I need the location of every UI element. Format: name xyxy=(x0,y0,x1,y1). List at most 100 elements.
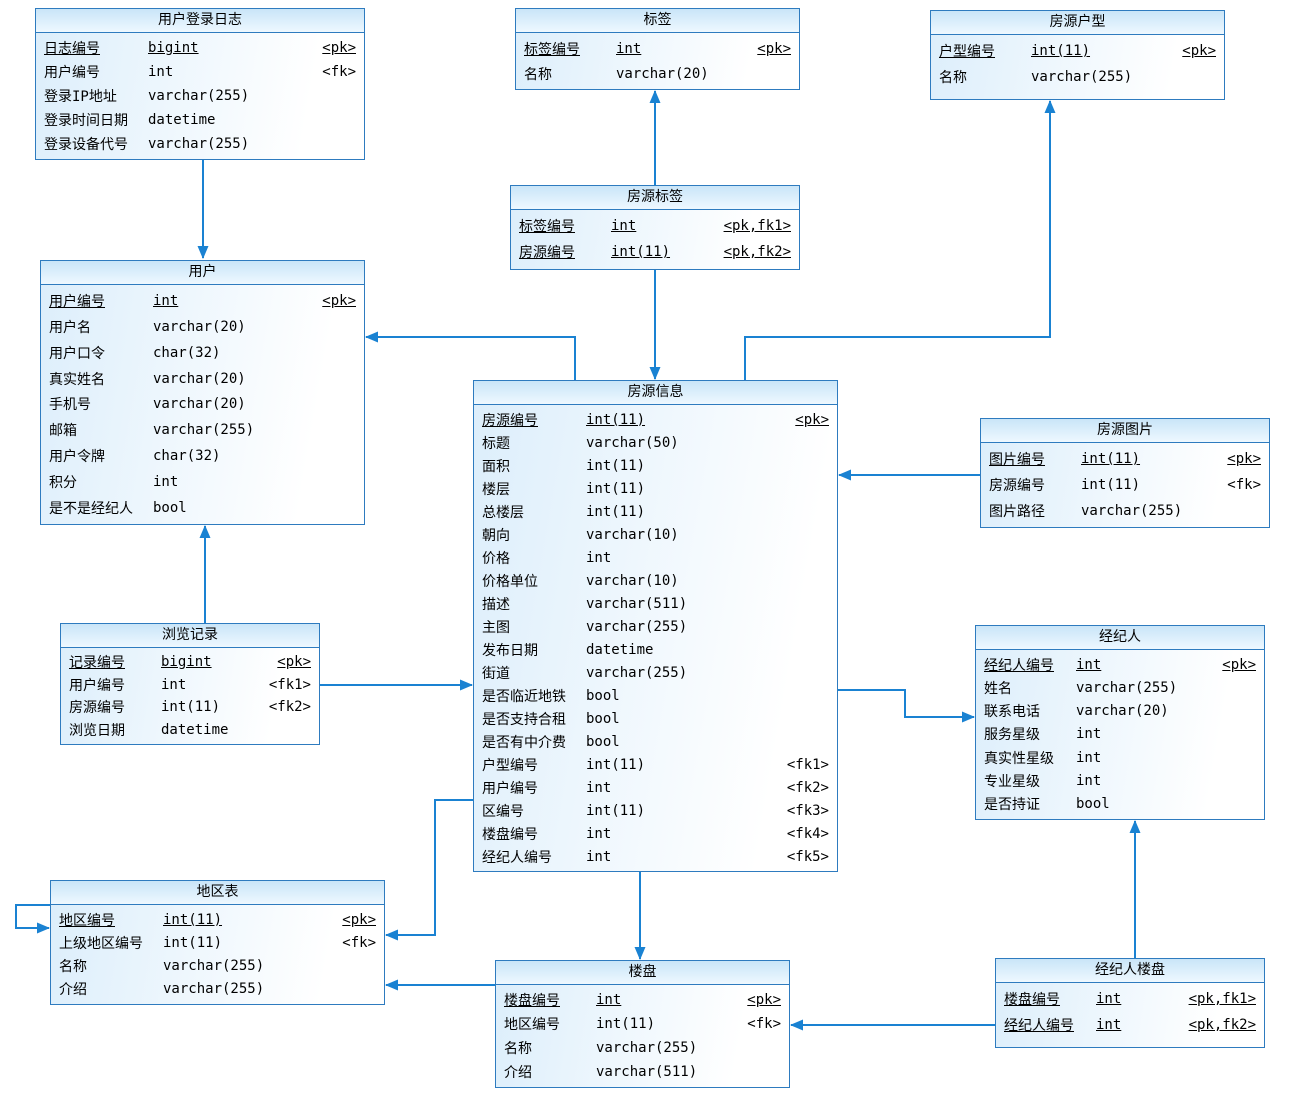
column-name: 用户编号 xyxy=(69,677,125,694)
column-key-badge: <pk> xyxy=(1182,43,1216,59)
column-datatype: int xyxy=(1096,1017,1122,1033)
column-datatype: datetime xyxy=(161,721,229,738)
column-datatype: varchar(255) xyxy=(1081,503,1183,519)
column-name: 标题 xyxy=(482,435,510,452)
entity-title-estate: 楼盘 xyxy=(496,961,789,985)
column-key-badge: <pk> xyxy=(1227,451,1261,467)
column-name: 主图 xyxy=(482,619,510,636)
column-name: 价格 xyxy=(482,550,510,567)
column-datatype: int xyxy=(1076,726,1102,743)
column-datatype: varchar(255) xyxy=(1076,679,1178,696)
column-name: 用户编号 xyxy=(44,65,100,81)
column-name: 户型编号 xyxy=(939,44,995,60)
entity-title-user: 用户 xyxy=(41,261,364,285)
column-name: 标签编号 xyxy=(519,219,575,235)
column-key-badge: <pk> xyxy=(795,411,829,428)
column-name: 专业星级 xyxy=(984,774,1040,791)
column-key-badge xyxy=(310,366,364,392)
column-datatype: int(11) xyxy=(586,411,646,428)
column-name: 图片编号 xyxy=(989,452,1045,468)
column-datatype: bool xyxy=(153,499,187,516)
column-name: 描述 xyxy=(482,596,510,613)
column-name: 房源编号 xyxy=(482,412,538,429)
column-datatype: varchar(255) xyxy=(148,136,250,152)
column-key-badge xyxy=(310,443,364,469)
column-name: 上级地区编号 xyxy=(59,935,143,952)
column-datatype: int(11) xyxy=(586,457,646,474)
column-name: 日志编号 xyxy=(44,41,100,57)
column-datatype: int(11) xyxy=(163,911,223,928)
column-datatype: varchar(255) xyxy=(586,618,688,635)
relation-house-info--house-type xyxy=(744,100,1056,380)
column-key-badge xyxy=(775,454,837,477)
column-name: 用户编号 xyxy=(49,293,105,310)
column-datatype: varchar(20) xyxy=(153,370,246,387)
column-datatype: bigint xyxy=(161,654,212,671)
column-key-badge xyxy=(1215,498,1269,524)
column-key-badge: <pk,fk1> xyxy=(1188,991,1256,1007)
column-key-badge: <pk> xyxy=(277,654,311,671)
column-datatype: int xyxy=(586,549,612,566)
column-key-badge xyxy=(1210,700,1264,723)
column-key-badge xyxy=(330,955,384,978)
column-key-badge xyxy=(1170,64,1224,90)
column-key-badge xyxy=(745,61,799,86)
column-name: 房源编号 xyxy=(989,478,1045,494)
column-datatype: char(32) xyxy=(153,344,221,361)
column-datatype: int xyxy=(161,676,187,693)
column-key-badge: <fk2> xyxy=(268,699,311,716)
column-name: 用户编号 xyxy=(482,780,538,797)
column-datatype: int xyxy=(586,779,612,796)
column-key-badge: <fk5> xyxy=(786,848,829,865)
column-key-badge xyxy=(1210,723,1264,746)
column-name: 用户名 xyxy=(49,319,91,336)
column-datatype: bool xyxy=(586,687,620,704)
column-datatype: int xyxy=(153,292,179,309)
column-datatype: varchar(20) xyxy=(1076,703,1169,720)
column-key-badge xyxy=(735,1036,789,1060)
column-name: 手机号 xyxy=(49,397,91,414)
column-key-badge xyxy=(310,314,364,340)
column-datatype: varchar(255) xyxy=(148,88,250,104)
column-name: 标签编号 xyxy=(524,41,580,58)
column-name: 楼盘编号 xyxy=(1004,992,1060,1008)
column-datatype: varchar(255) xyxy=(163,958,265,975)
column-name: 经纪人编号 xyxy=(984,657,1054,674)
column-datatype: int(11) xyxy=(1081,451,1141,467)
column-datatype: int xyxy=(153,474,179,491)
column-key-badge: <pk,fk1> xyxy=(723,218,791,234)
column-key-badge xyxy=(310,84,364,108)
column-key-badge: <fk> xyxy=(1227,477,1261,493)
column-datatype: int(11) xyxy=(161,699,221,716)
column-datatype: int(11) xyxy=(1081,477,1141,493)
column-datatype: int xyxy=(1096,991,1122,1007)
column-key-badge xyxy=(775,569,837,592)
relation-house-info--region xyxy=(385,799,473,941)
column-name: 名称 xyxy=(939,70,967,86)
column-key-badge xyxy=(257,719,319,742)
column-key-badge xyxy=(310,495,364,521)
column-name: 登录时间日期 xyxy=(44,113,128,129)
column-key-badge xyxy=(310,469,364,495)
column-name: 是不是经纪人 xyxy=(49,500,133,517)
column-key-badge: <pk> xyxy=(322,40,356,56)
